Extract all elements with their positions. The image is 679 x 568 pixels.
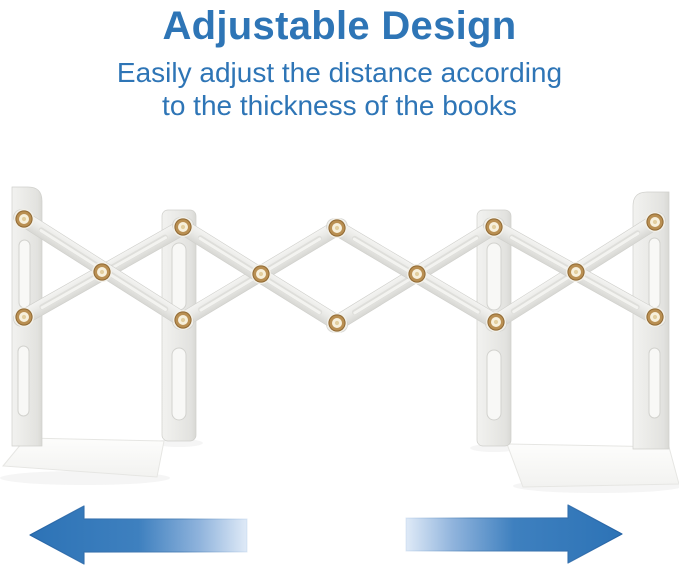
- arrow-left-icon: [29, 505, 248, 565]
- left-bookend-base-plate: [1, 437, 165, 478]
- rivet: [14, 307, 34, 327]
- rivet: [173, 217, 193, 237]
- page-subtitle: Easily adjust the distance according to …: [0, 56, 679, 122]
- rivet: [327, 313, 347, 333]
- rivets: [14, 209, 665, 333]
- rivet: [327, 218, 347, 238]
- middle-vertical-bar-left: [161, 209, 197, 442]
- middle-vertical-bar-right: [476, 209, 512, 447]
- rivet: [251, 264, 271, 284]
- rivet: [173, 310, 193, 330]
- rivet: [14, 209, 34, 229]
- arrow-right-icon: [405, 504, 623, 564]
- rivet: [407, 264, 427, 284]
- subtitle-line-2: to the thickness of the books: [162, 90, 517, 121]
- bookend-product-image: [0, 186, 679, 565]
- rivet: [486, 312, 506, 332]
- rivet: [645, 307, 665, 327]
- right-bookend-base-plate: [506, 443, 679, 488]
- rivet: [566, 262, 586, 282]
- page-title: Adjustable Design: [162, 4, 517, 48]
- header: Adjustable Design Easily adjust the dist…: [0, 0, 679, 122]
- rivet: [92, 262, 112, 282]
- rivet: [484, 217, 504, 237]
- subtitle-line-1: Easily adjust the distance according: [116, 57, 563, 88]
- rivet: [645, 212, 665, 232]
